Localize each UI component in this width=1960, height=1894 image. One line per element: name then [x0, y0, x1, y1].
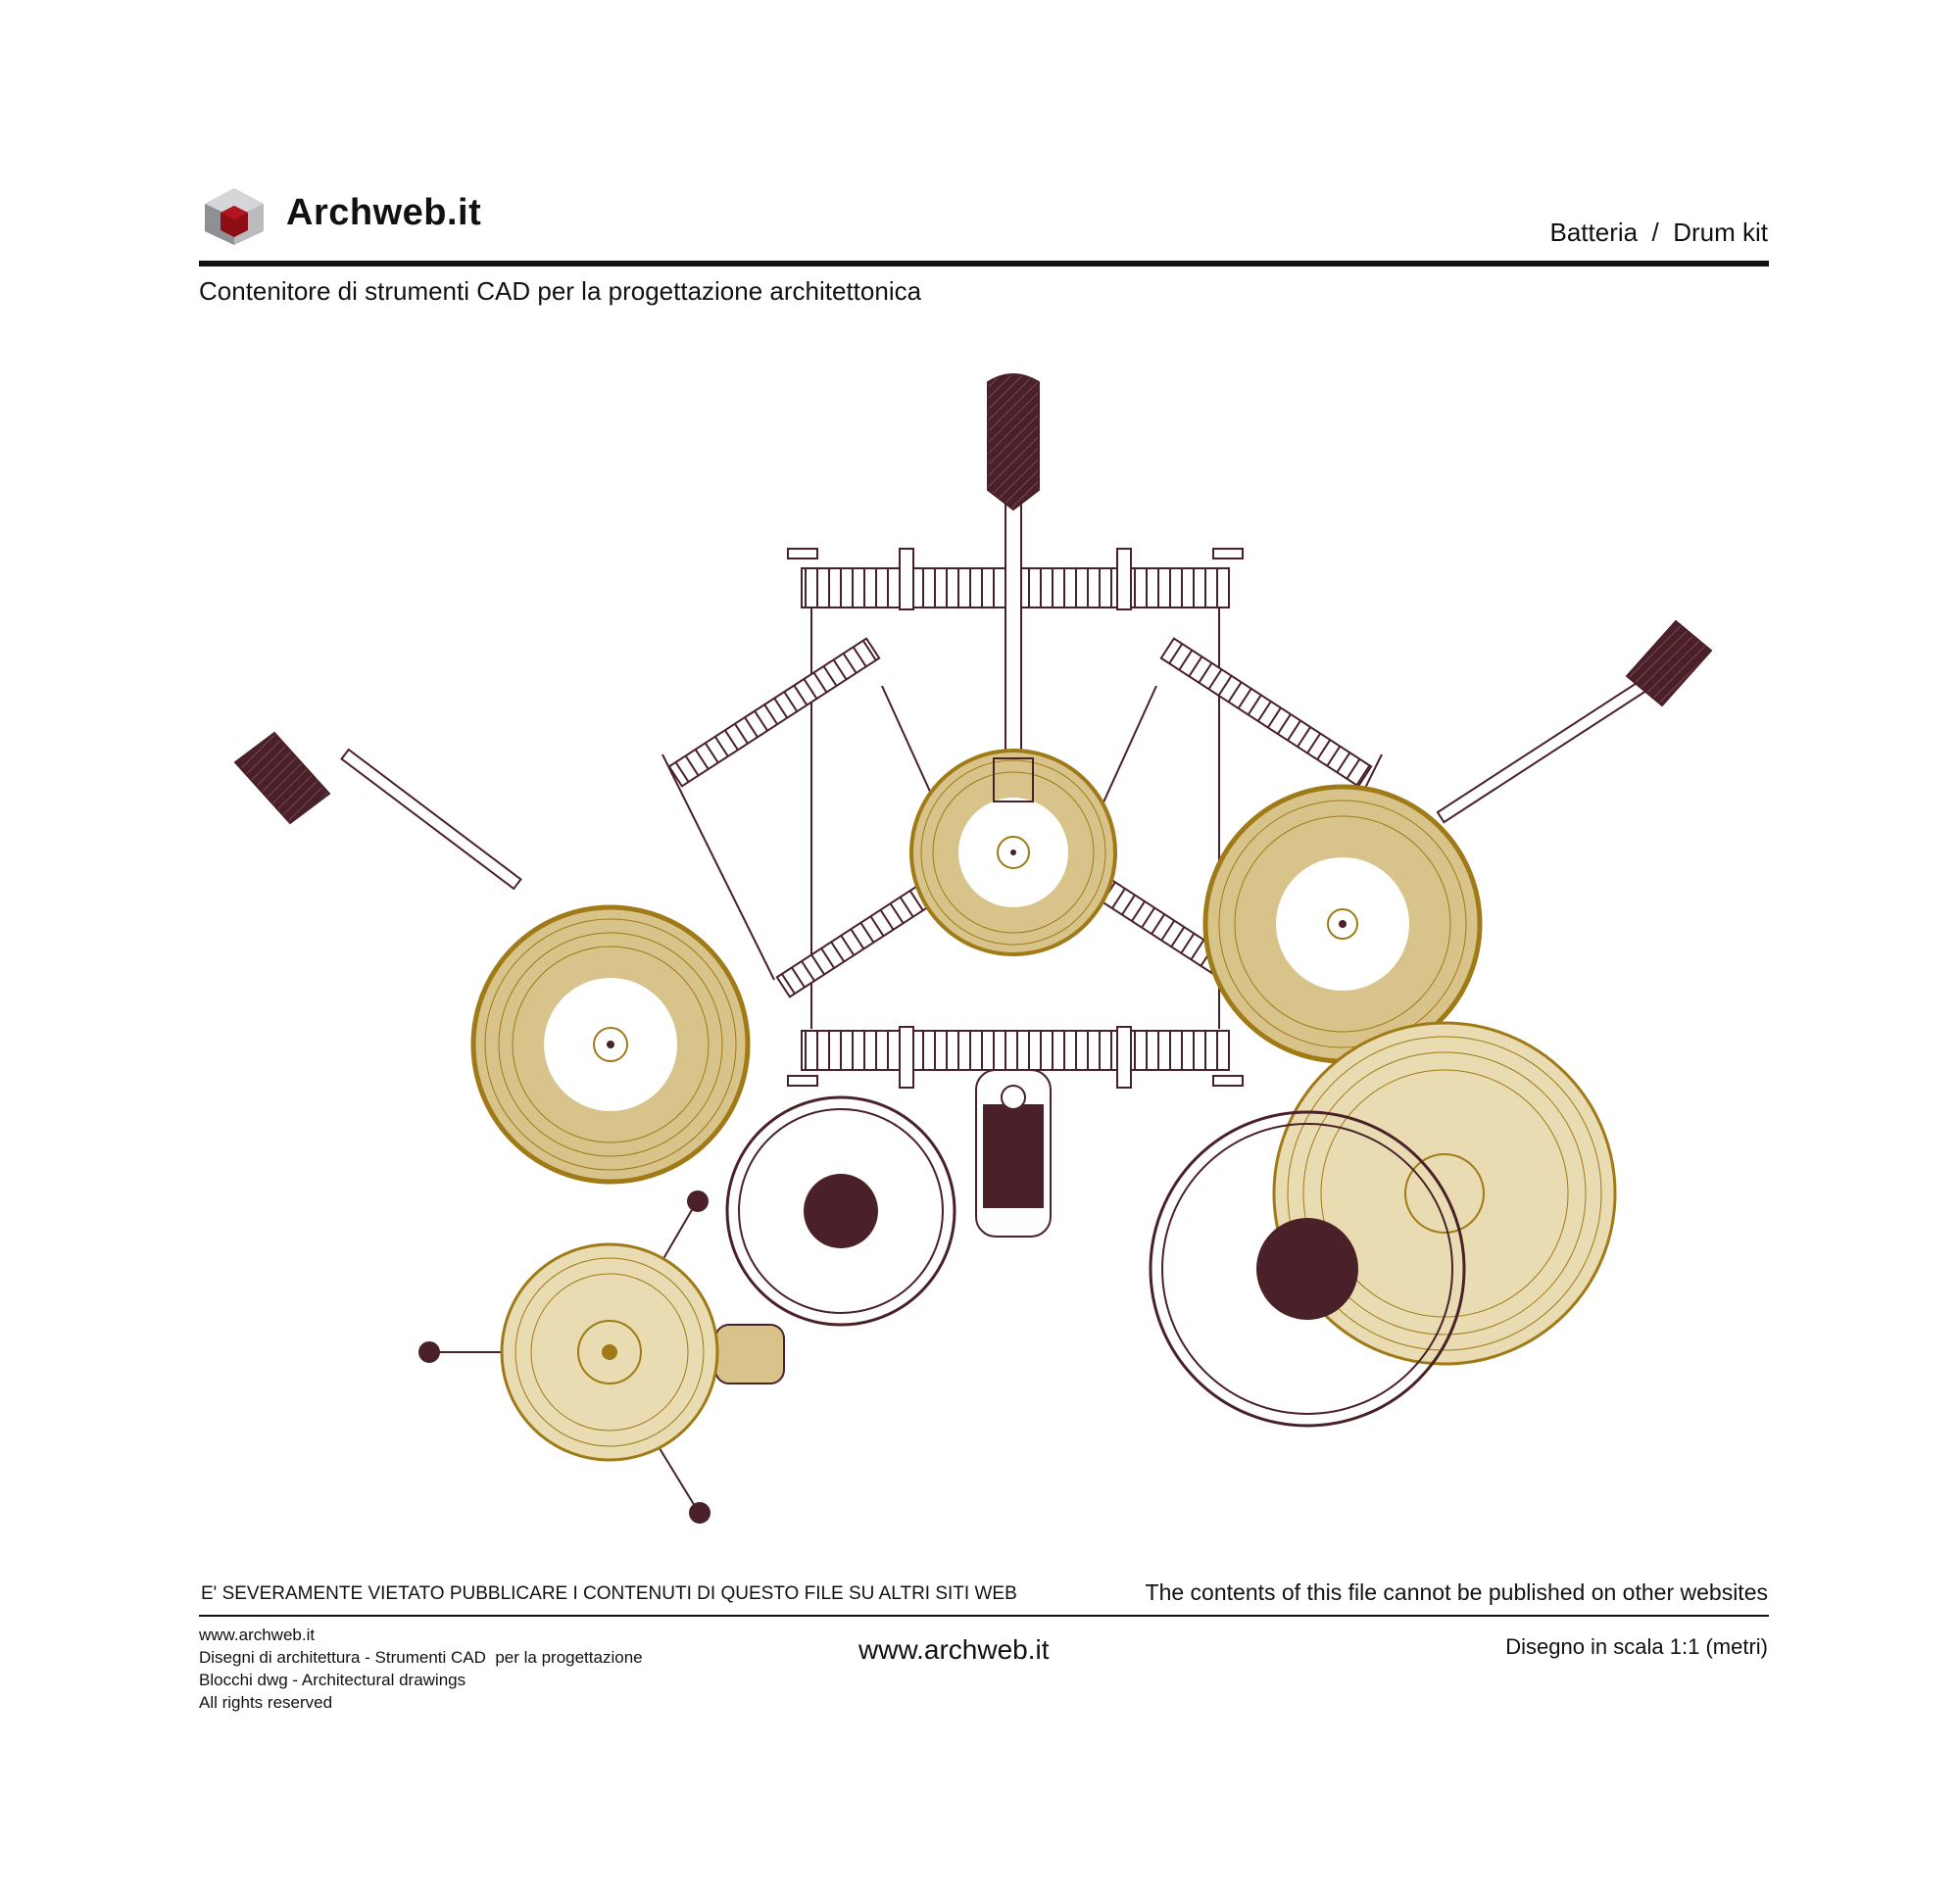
- right-cymbal-stand: [1436, 619, 1713, 824]
- left-cymbal-stand: [233, 731, 522, 891]
- footer-divider: [199, 1615, 1769, 1617]
- left-cymbal: [470, 904, 751, 1185]
- drawing-title: Batteria / Drum kit: [1549, 218, 1769, 247]
- snare-drum: [725, 1095, 956, 1327]
- right-cymbal: [1202, 784, 1483, 1064]
- floor-tom: [1149, 1110, 1466, 1428]
- footer-line: Disegni di architettura - Strumenti CAD …: [199, 1648, 643, 1667]
- header-divider: [199, 261, 1769, 267]
- bottom-rail: [787, 1026, 1244, 1089]
- brand-name: Archweb.it: [286, 192, 482, 233]
- hi-hat-cymbal: [500, 1242, 719, 1462]
- subtitle: Contenitore di strumenti CAD per la prog…: [199, 276, 922, 306]
- footer-website-link[interactable]: www.archweb.it: [858, 1634, 1050, 1665]
- notice-english: The contents of this file cannot be publ…: [1145, 1579, 1768, 1605]
- center-cymbal: [909, 749, 1117, 956]
- footer-scale: Disegno in scala 1:1 (metri): [1505, 1634, 1768, 1659]
- hi-hat: [418, 1190, 785, 1524]
- pedal: [975, 1069, 1052, 1238]
- footer-line: All rights reserved: [199, 1693, 333, 1712]
- footer-line: Blocchi dwg - Architectural drawings: [199, 1671, 466, 1689]
- archweb-logo-icon: [205, 188, 264, 245]
- notice-italian: E' SEVERAMENTE VIETATO PUBBLICARE I CONT…: [201, 1583, 1017, 1604]
- footer-info: www.archweb.it Disegni di architettura -…: [199, 1624, 643, 1714]
- footer-line: www.archweb.it: [199, 1626, 316, 1644]
